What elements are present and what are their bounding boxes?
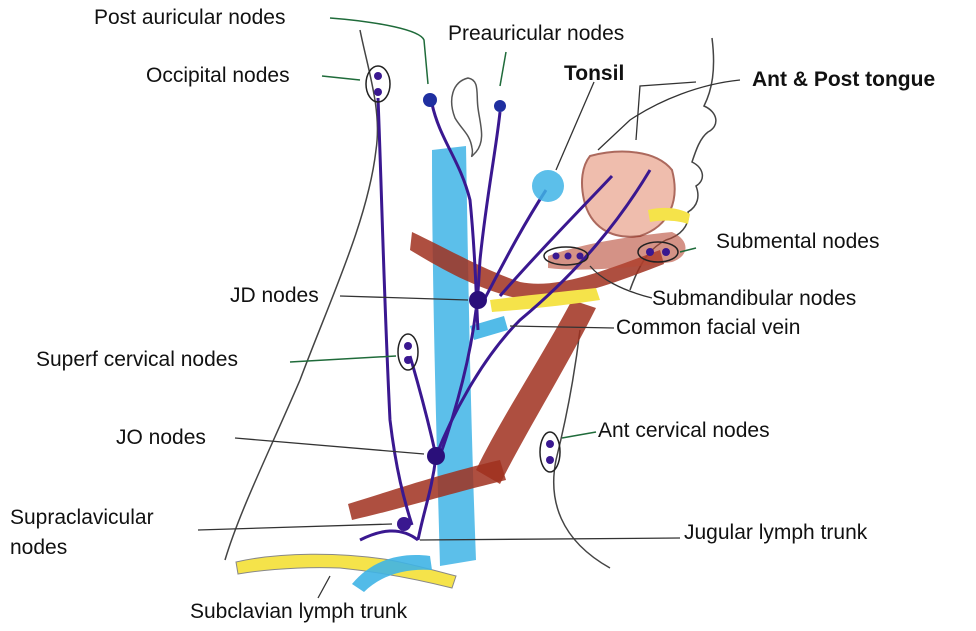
submental-node [646, 248, 654, 256]
ear-outline [452, 78, 482, 156]
tonsil-shape [532, 170, 564, 202]
occipital-node [374, 88, 382, 96]
ant-cervical-node-group [540, 432, 560, 472]
common-facial-vein-label: Common facial vein [616, 316, 800, 340]
preauricular-label: Preauricular nodes [448, 22, 624, 46]
post-auricular-label: Post auricular nodes [94, 6, 285, 30]
jugular-trunk-label: Jugular lymph trunk [684, 521, 867, 545]
superf-cervical-node [404, 342, 412, 350]
submandibular-node [553, 253, 560, 260]
superf-cervical-node-group [398, 334, 418, 370]
jd-node [469, 291, 487, 309]
tonsil-label: Tonsil [564, 62, 624, 86]
ant-cervical-label: Ant cervical nodes [598, 419, 770, 443]
superf-cervical-label: Superf cervical nodes [36, 348, 238, 372]
jo-node [427, 447, 445, 465]
occipital-node-group [366, 66, 390, 102]
ant-post-tongue-label: Ant & Post tongue [752, 68, 935, 92]
ant-cervical-node [546, 440, 554, 448]
preauricular-node [494, 100, 506, 112]
post-auricular-node [423, 93, 437, 107]
jd-label: JD nodes [230, 284, 319, 308]
supraclavicular-node [397, 517, 411, 531]
ant-cervical-node [546, 456, 554, 464]
superf-cervical-node [404, 356, 412, 364]
submandibular-node [577, 253, 584, 260]
occipital-label: Occipital nodes [146, 64, 290, 88]
submental-label: Submental nodes [716, 230, 879, 254]
submental-node [662, 248, 670, 256]
submandibular-label: Submandibular nodes [652, 287, 856, 311]
jo-label: JO nodes [116, 426, 206, 450]
submandibular-node [565, 253, 572, 260]
supraclavicular-label-line1: Supraclavicular [10, 506, 154, 530]
supraclavicular-label-line2: nodes [10, 536, 67, 560]
sternomastoid-lower [348, 460, 506, 520]
subclavian-trunk-label: Subclavian lymph trunk [190, 600, 407, 624]
occipital-node [374, 72, 382, 80]
